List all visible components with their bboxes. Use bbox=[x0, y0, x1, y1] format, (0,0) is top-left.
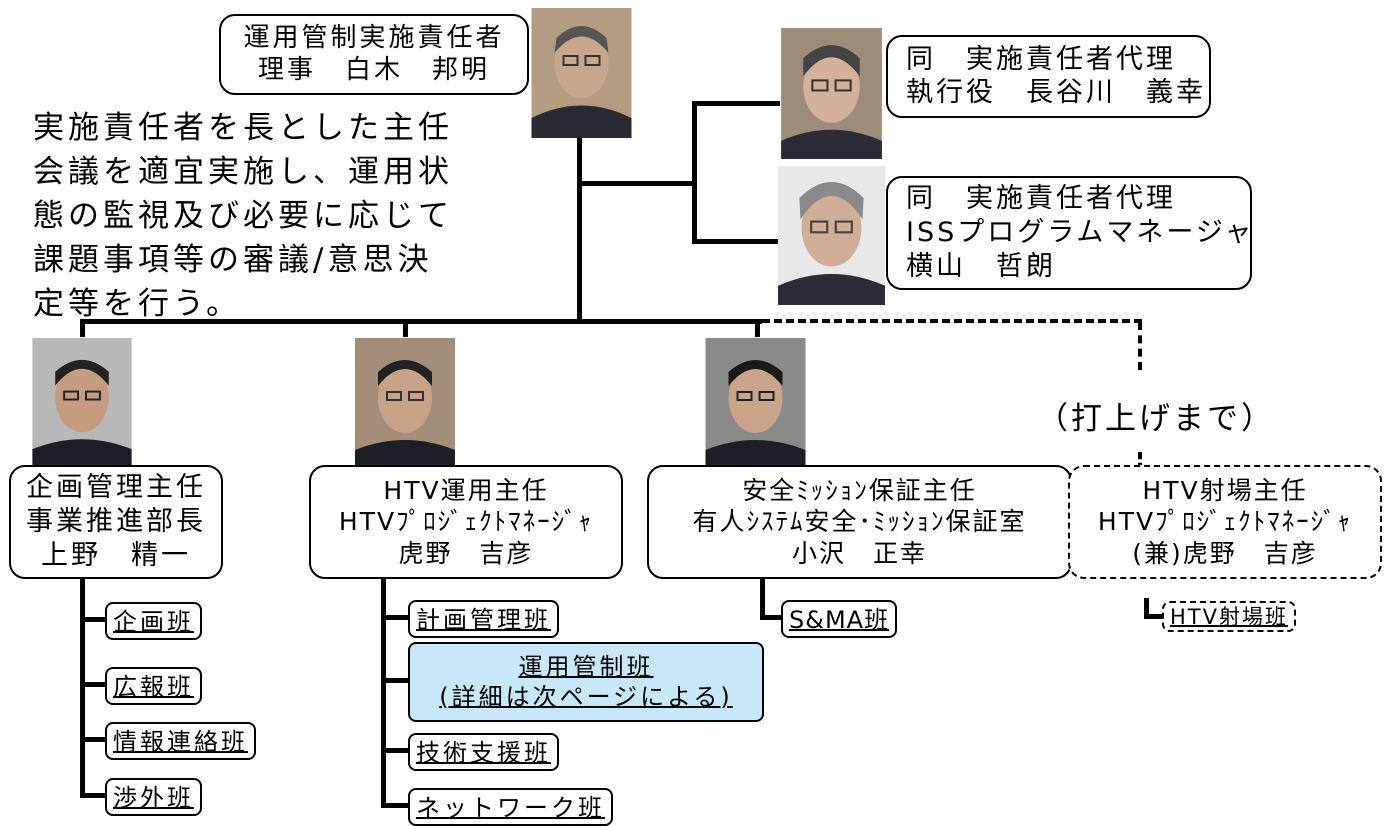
unit2-box: HTV運用主任 HTVﾌﾟﾛｼﾞｪｸﾄﾏﾈｰｼﾞｬ 虎野 吉彦 bbox=[309, 465, 623, 579]
unit4-team-link bbox=[1144, 614, 1164, 619]
deputy2-box: 同 実施責任者代理 ISSプログラムマネージャ 横山 哲朗 bbox=[886, 176, 1252, 290]
deputy1-name: 執行役 長谷川 義幸 bbox=[906, 76, 1206, 108]
drop-unit3 bbox=[755, 319, 760, 337]
deputy2-role: ISSプログラムマネージャ bbox=[906, 217, 1255, 249]
top-trunk-line bbox=[577, 136, 582, 322]
team-technical-support: 技術支援班 bbox=[408, 733, 559, 771]
team-network: ネットワーク班 bbox=[408, 788, 613, 826]
unit1-name: 上野 精一 bbox=[41, 539, 191, 571]
unit2-team-link-3 bbox=[381, 748, 410, 753]
unit2-role: HTVﾌﾟﾛｼﾞｪｸﾄﾏﾈｰｼﾞｬ bbox=[338, 507, 594, 537]
drop-unit1 bbox=[80, 319, 85, 337]
deputy1-box: 同 実施責任者代理 執行役 長谷川 義幸 bbox=[886, 35, 1211, 118]
top-executive-name: 理事 白木 邦明 bbox=[257, 54, 490, 85]
unit3-name: 小沢 正幸 bbox=[791, 538, 927, 568]
unit2-team-link-4 bbox=[381, 803, 410, 808]
unit1-team-trunk bbox=[80, 578, 85, 798]
team-plan-management: 計画管理班 bbox=[408, 600, 559, 638]
unit1-team-link-3 bbox=[80, 737, 107, 742]
dashed-vertical-lower bbox=[1138, 452, 1142, 470]
unit3-team-trunk bbox=[760, 578, 765, 619]
team-external: 渉外班 bbox=[105, 778, 202, 816]
unit2-title: HTV運用主任 bbox=[383, 476, 549, 506]
unit1-box: 企画管理主任 事業推進部長 上野 精一 bbox=[9, 465, 223, 579]
unit1-team-link-1 bbox=[80, 617, 107, 622]
until-launch-note: （打上げまで） bbox=[1037, 401, 1275, 437]
deputy2-title: 同 実施責任者代理 bbox=[906, 183, 1176, 215]
deputy2-link bbox=[692, 239, 780, 244]
unit4-team-trunk bbox=[1144, 598, 1149, 618]
unit2-photo bbox=[352, 338, 458, 468]
dashed-horizontal-line bbox=[762, 319, 1142, 327]
drop-unit2 bbox=[403, 319, 408, 337]
deputy-branch-line bbox=[580, 181, 695, 186]
unit1-title: 企画管理主任 bbox=[26, 472, 206, 504]
top-executive-box: 運用管制実施責任者 理事 白木 邦明 bbox=[219, 14, 529, 95]
unit2-team-link-2 bbox=[381, 678, 410, 683]
unit1-team-link-4 bbox=[80, 793, 107, 798]
unit4-title: HTV射場主任 bbox=[1142, 476, 1308, 506]
unit4-box: HTV射場主任 HTVﾌﾟﾛｼﾞｪｸﾄﾏﾈｰｼﾞｬ (兼)虎野 吉彦 bbox=[1068, 465, 1382, 579]
unit3-role: 有人ｼｽﾃﾑ安全･ﾐｯｼｮﾝ保証室 bbox=[692, 507, 1027, 537]
team-liaison: 情報連絡班 bbox=[105, 722, 256, 760]
team-operations-control-label: 運用管制班 bbox=[518, 653, 654, 681]
unit3-box: 安全ﾐｯｼｮﾝ保証主任 有人ｼｽﾃﾑ安全･ﾐｯｼｮﾝ保証室 小沢 正幸 bbox=[647, 465, 1072, 579]
unit2-team-trunk bbox=[381, 578, 386, 808]
deputy1-title: 同 実施責任者代理 bbox=[906, 44, 1176, 76]
deputy2-photo bbox=[778, 165, 885, 306]
unit3-photo bbox=[703, 338, 808, 468]
top-executive-photo bbox=[530, 8, 633, 138]
team-operations-control: 運用管制班 (詳細は次ページによる) bbox=[408, 642, 764, 722]
deputy-vertical-line bbox=[692, 101, 697, 244]
unit1-role: 事業推進部長 bbox=[26, 506, 206, 538]
team-planning: 企画班 bbox=[105, 602, 202, 640]
unit4-name: (兼)虎野 吉彦 bbox=[1132, 538, 1318, 568]
unit4-role: HTVﾌﾟﾛｼﾞｪｸﾄﾏﾈｰｼﾞｬ bbox=[1097, 507, 1353, 537]
main-horizontal-line bbox=[80, 319, 762, 324]
team-pr: 広報班 bbox=[105, 667, 202, 705]
team-sma: S&MA班 bbox=[781, 600, 898, 638]
unit3-team-link bbox=[760, 615, 783, 620]
unit2-team-link-1 bbox=[381, 615, 410, 620]
unit3-title: 安全ﾐｯｼｮﾝ保証主任 bbox=[742, 476, 977, 506]
top-executive-title: 運用管制実施責任者 bbox=[243, 23, 505, 54]
unit1-team-link-2 bbox=[80, 682, 107, 687]
dashed-vertical-upper bbox=[1138, 322, 1142, 370]
team-operations-control-note: (詳細は次ページによる) bbox=[439, 683, 733, 711]
deputy1-link bbox=[692, 101, 780, 106]
description-text: 実施責任者を長とした主任 会議を適宜実施し、運用状 態の監視及び必要に応じて 課… bbox=[33, 110, 453, 322]
team-launch-site: HTV射場班 bbox=[1162, 601, 1296, 632]
deputy1-photo bbox=[778, 28, 885, 159]
deputy2-name: 横山 哲朗 bbox=[906, 250, 1056, 282]
unit2-name: 虎野 吉彦 bbox=[398, 538, 534, 568]
unit1-photo bbox=[26, 338, 138, 467]
